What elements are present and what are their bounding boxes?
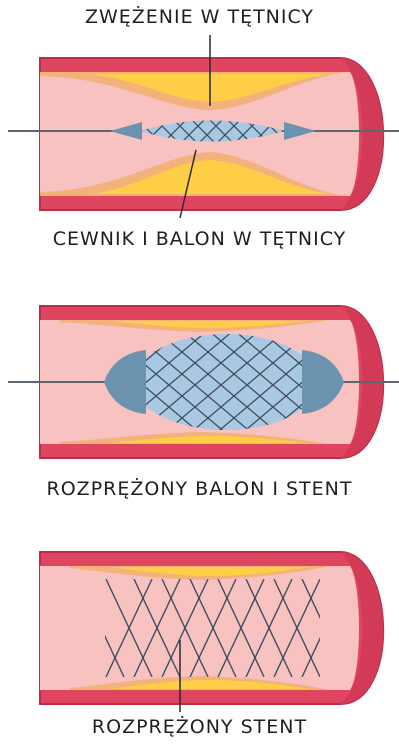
panel-1-stenosis bbox=[8, 35, 399, 218]
panel-2-expanded-balloon bbox=[8, 306, 399, 458]
panel-3-expanded-stent bbox=[40, 552, 383, 712]
lumen-3 bbox=[40, 566, 359, 690]
